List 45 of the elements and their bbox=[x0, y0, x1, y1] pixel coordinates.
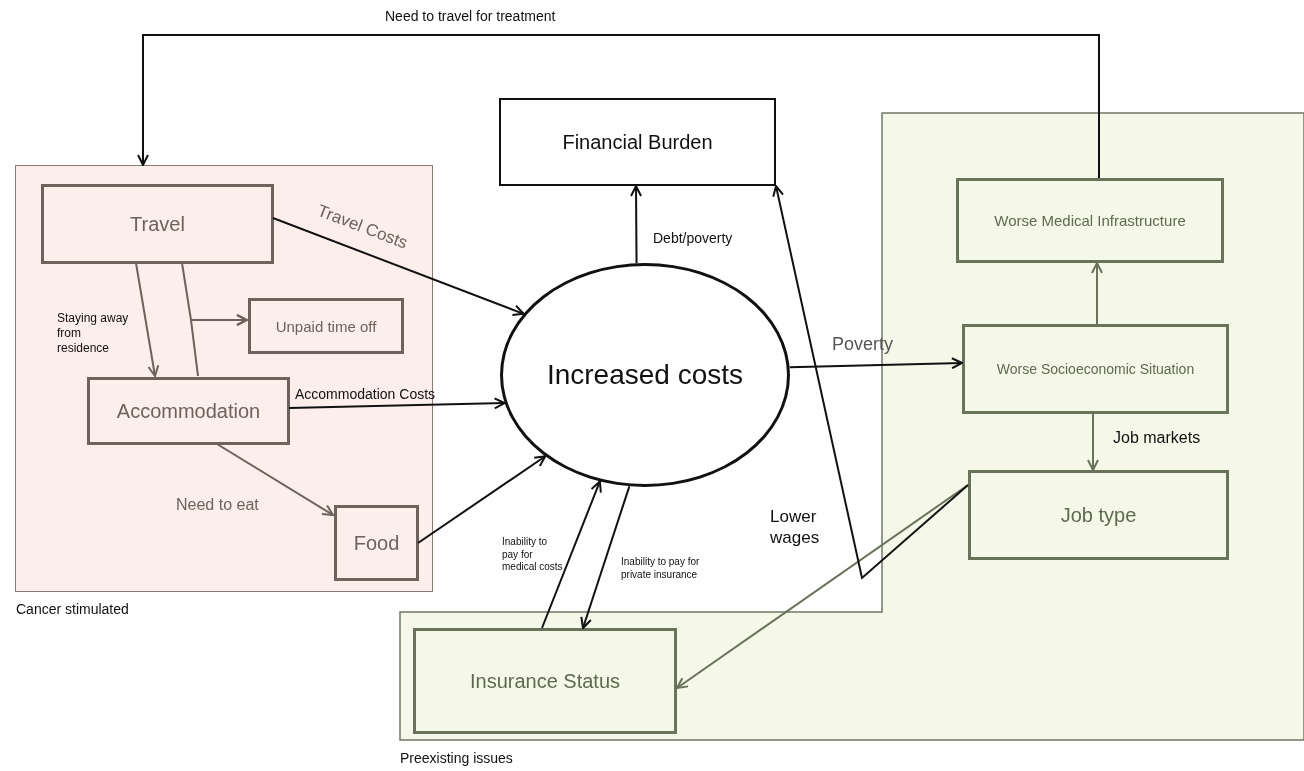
arrow bbox=[417, 455, 547, 544]
region-title: Preexisting issues bbox=[400, 750, 513, 766]
edge-label: Lower wages bbox=[770, 506, 821, 549]
process-box bbox=[968, 470, 1229, 560]
arrow bbox=[1091, 262, 1103, 325]
node-label: Worse Medical Infrastructure bbox=[994, 212, 1186, 229]
edge-label: Debt/poverty bbox=[653, 230, 734, 248]
node-label: Insurance Status bbox=[469, 669, 621, 693]
edge-label: Inability to pay for medical costs bbox=[502, 536, 564, 574]
process-box bbox=[962, 324, 1229, 414]
process-box bbox=[956, 178, 1224, 263]
arrow bbox=[288, 397, 506, 410]
process-box bbox=[41, 184, 274, 264]
node-label: Food bbox=[353, 531, 400, 555]
node-label: Increased costs bbox=[546, 359, 744, 391]
arrow bbox=[580, 485, 631, 629]
edge-label: Inability to pay for private insurance bbox=[621, 556, 701, 581]
arrow bbox=[541, 480, 602, 629]
arrow bbox=[189, 314, 248, 377]
edge-label: Accommodation Costs bbox=[295, 386, 437, 404]
node-label: Unpaid time off bbox=[275, 317, 377, 335]
process-box bbox=[413, 628, 677, 734]
node-label: Worse Socioeconomic Situation bbox=[996, 361, 1195, 377]
node-label: Accommodation bbox=[116, 399, 261, 423]
arrow bbox=[135, 262, 160, 377]
node-label: Travel bbox=[130, 212, 185, 236]
arrow bbox=[1087, 413, 1099, 471]
arrow bbox=[772, 185, 969, 580]
process-box bbox=[334, 505, 419, 581]
edge-label: Need to eat bbox=[176, 495, 260, 515]
node-label: Job type bbox=[1060, 503, 1137, 527]
region-title: Cancer stimulated bbox=[16, 601, 129, 617]
process-box bbox=[248, 298, 404, 354]
edge-label: Travel Costs bbox=[314, 200, 412, 255]
edge-label: Need to travel for treatment bbox=[385, 8, 557, 26]
arrow bbox=[216, 443, 334, 516]
process-box bbox=[87, 377, 290, 445]
arrow bbox=[630, 185, 643, 265]
arrow bbox=[788, 357, 963, 370]
arrow bbox=[272, 217, 525, 316]
edge-label: Staying away from residence bbox=[57, 311, 129, 356]
node-label: Financial Burden bbox=[562, 130, 713, 154]
edge-label: Job markets bbox=[1113, 428, 1202, 448]
arrow bbox=[137, 34, 1100, 179]
process-box bbox=[499, 98, 776, 186]
